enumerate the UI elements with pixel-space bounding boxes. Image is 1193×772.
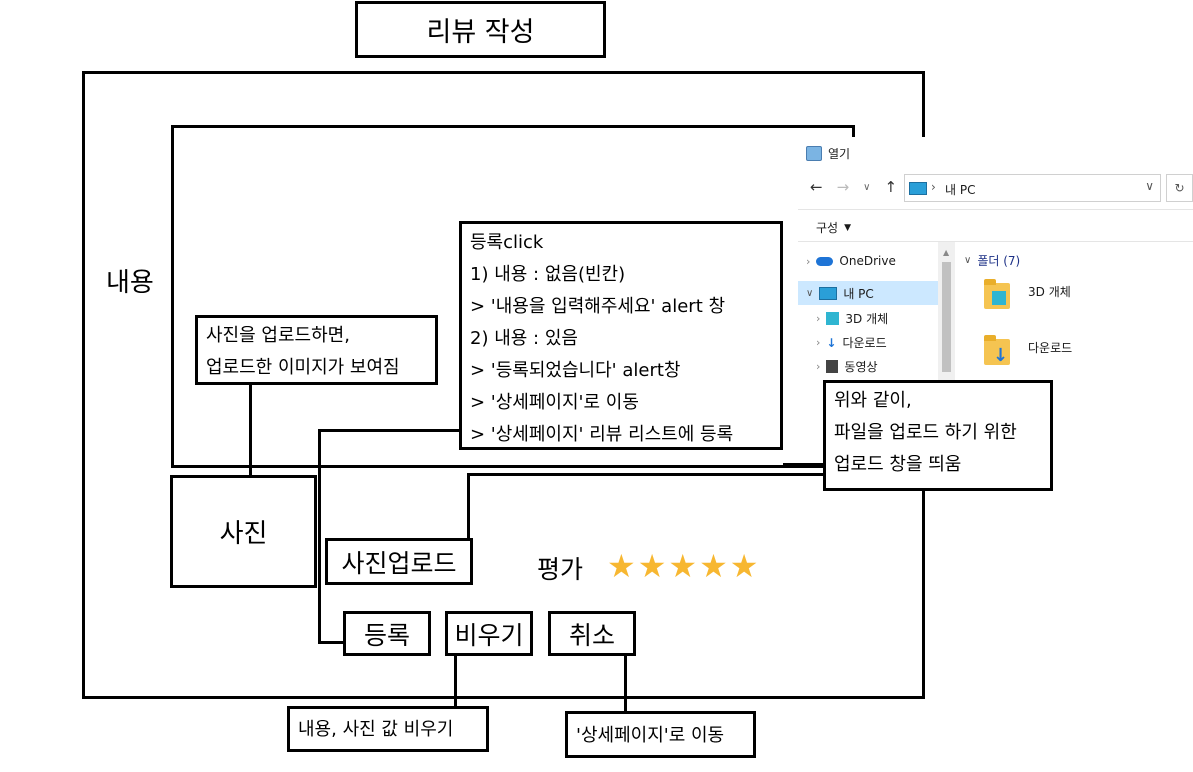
dialog-title: 열기 (828, 147, 851, 161)
content-label: 내용 (106, 268, 154, 298)
address-path: 내 PC (945, 183, 976, 197)
photo-upload-button[interactable]: 사진업로드 (325, 538, 473, 585)
organize-menu[interactable]: 구성 (816, 221, 839, 235)
pc-icon (819, 287, 838, 300)
back-arrow-icon[interactable]: ← (810, 178, 823, 196)
clear-button[interactable]: 비우기 (445, 611, 533, 656)
cancel-button[interactable]: 취소 (548, 611, 636, 656)
rating-label: 평가 (537, 555, 584, 584)
download-icon: ↓ (826, 335, 837, 350)
page-title: 리뷰 작성 (426, 17, 535, 48)
up-arrow-icon[interactable]: ↑ (884, 178, 898, 196)
cloud-icon (816, 256, 834, 266)
connector-photo-note (249, 385, 252, 477)
star-icon-5[interactable]: ★ (729, 547, 759, 585)
open-dialog-icon (806, 146, 822, 161)
register-click-note: 등록click 1) 내용 : 없음(빈칸) > '내용을 입력해주세요' al… (459, 221, 783, 450)
rating-stars[interactable]: ★ ★ ★ ★ ★ (607, 550, 758, 582)
nav-item-3d[interactable]: › 3D 개체 (816, 312, 889, 326)
star-icon-2[interactable]: ★ (637, 547, 667, 585)
nav-item-video[interactable]: › 동영상 (816, 360, 878, 374)
address-bar[interactable]: › 내 PC ∨ (904, 174, 1161, 202)
connector-dialog-h (783, 463, 824, 466)
nav-pane: › OneDrive ∨ 내 PC › 3D 개체 › ↓ 다운로드 › 동영상 (798, 242, 938, 380)
cube-icon (826, 312, 840, 325)
pc-address-icon (909, 182, 927, 195)
connector-clear (454, 655, 457, 708)
connector-register-v (318, 429, 321, 644)
cancel-note: '상세페이지'로 이동 (565, 711, 756, 758)
folders-header[interactable]: ∨ 폴더 (7) (964, 254, 1021, 268)
connector-cancel (624, 655, 627, 713)
connector-upload-h (467, 473, 824, 476)
film-icon (826, 360, 839, 373)
forward-arrow-icon[interactable]: → (836, 178, 850, 196)
photo-label: 사진 (219, 519, 268, 549)
connector-register-h2 (318, 641, 345, 644)
nav-item-download[interactable]: › ↓ 다운로드 (816, 335, 887, 351)
folder-download-icon: ↓ (984, 335, 1010, 366)
connector-register-h1 (318, 429, 460, 432)
address-dropdown-icon[interactable]: ∨ (1145, 179, 1154, 193)
file-open-dialog: 열기 ← → ∨ ↑ › 내 PC ∨ ↻ 구성 ▼ › OneDrive ∨ … (798, 137, 1193, 380)
connector-upload-v (467, 473, 470, 540)
star-icon-1[interactable]: ★ (607, 547, 636, 585)
upload-dialog-note: 위와 같이, 파일을 업로드 하기 위한 업로드 창을 띄움 (823, 380, 1053, 491)
recent-chevron-icon[interactable]: ∨ (863, 181, 871, 193)
refresh-button[interactable]: ↻ (1166, 174, 1193, 202)
page-title-box: 리뷰 작성 (355, 1, 606, 58)
folder-item-download[interactable]: ↓ 다운로드 (984, 335, 1072, 366)
star-icon-4[interactable]: ★ (699, 547, 728, 585)
photo-preview-box: 사진 (170, 475, 317, 588)
folder-item-3d[interactable]: 3D 개체 (984, 279, 1071, 309)
clear-note: 내용, 사진 값 비우기 (287, 706, 489, 752)
nav-item-onedrive[interactable]: › OneDrive (806, 254, 896, 268)
organize-chevron-icon: ▼ (844, 222, 852, 233)
photo-preview-note: 사진을 업로드하면, 업로드한 이미지가 보여짐 (195, 315, 438, 385)
nav-item-pc[interactable]: ∨ 내 PC (798, 281, 938, 305)
nav-scrollbar[interactable]: ▲ (938, 242, 955, 380)
star-icon-3[interactable]: ★ (668, 547, 698, 585)
register-button[interactable]: 등록 (343, 611, 431, 656)
folder-3d-icon (984, 279, 1010, 309)
